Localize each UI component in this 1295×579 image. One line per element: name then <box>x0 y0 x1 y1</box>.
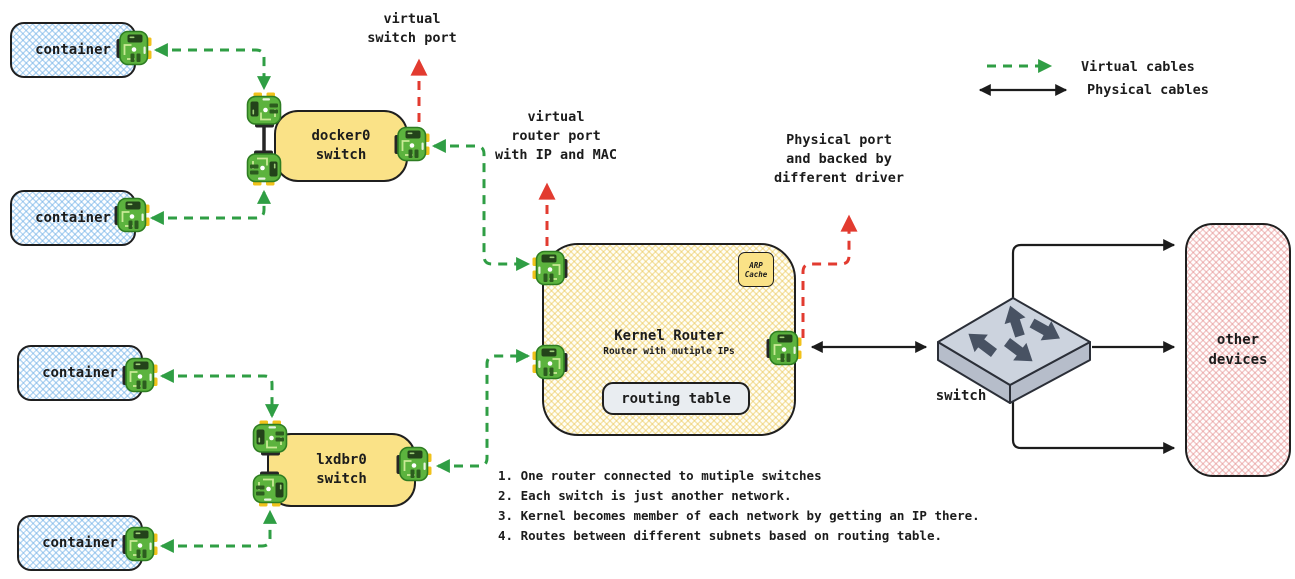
nic-icon-container4 <box>122 526 158 562</box>
legend-virtual-cables-label: Virtual cables <box>1081 59 1195 75</box>
nic-icon-lxdbr0-uplink <box>396 446 432 482</box>
nic-icon-container1 <box>116 30 152 66</box>
nic-icon-router-physical <box>766 330 802 366</box>
physical-switch-icon <box>937 297 1091 404</box>
nic-icon-lxdbr0-port1 <box>252 420 288 456</box>
arp-cache-label: ARP Cache <box>744 260 768 279</box>
kernel-router-subtitle: Router with mutiple IPs <box>603 346 735 357</box>
virtual-cable-container4-lxdbr0 <box>159 509 277 553</box>
routing-table-label: routing table <box>621 390 731 407</box>
container-label: container <box>35 42 111 58</box>
kernel-router-box: Kernel Router Router with mutiple IPs AR… <box>542 243 796 436</box>
virtual-router-port-callout: virtual router port with IP and MAC <box>495 109 617 163</box>
lxdbr0-switch-box: lxdbr0 switch <box>267 433 416 507</box>
physical-cable-switch-devices-top <box>1011 239 1176 302</box>
nic-icon-container2 <box>114 197 150 233</box>
container-label: container <box>42 365 118 381</box>
note-item: 3. Kernel becomes member of each network… <box>498 508 980 523</box>
routing-table-box: routing table <box>602 382 750 415</box>
virtual-cable-container1-docker0 <box>153 43 271 91</box>
note-item: 2. Each switch is just another network. <box>498 488 792 503</box>
nic-icon-docker0-port2 <box>246 150 282 186</box>
nic-icon-lxdbr0-port2 <box>252 471 288 507</box>
docker0-switch-box: docker0 switch <box>274 110 408 182</box>
legend-physical-cables-label: Physical cables <box>1087 82 1209 98</box>
physical-port-callout: Physical port and backed by different dr… <box>773 132 905 186</box>
other-devices-box: other devices <box>1185 223 1291 477</box>
callout-arrow-physical-port <box>801 214 858 338</box>
nic-icon-router-virtual2 <box>532 344 568 380</box>
switch-arrows-glyph <box>968 305 1060 362</box>
virtual-cable-docker0-router <box>431 139 531 271</box>
nic-icon-router-virtual1 <box>532 250 568 286</box>
container-box-3: container <box>17 345 143 401</box>
note-item: 4. Routes between different subnets base… <box>498 528 943 543</box>
note-item: 1. One router connected to mutiple switc… <box>498 468 822 483</box>
docker0-switch-label: docker0 switch <box>311 128 371 163</box>
container-box-1: container <box>10 22 136 78</box>
lxdbr0-switch-label: lxdbr0 switch <box>316 452 367 487</box>
physical-switch-label: switch <box>935 388 987 404</box>
virtual-cable-container2-docker0 <box>149 189 271 225</box>
nic-icon-docker0-port1 <box>246 92 282 128</box>
other-devices-label: other devices <box>1208 332 1268 368</box>
virtual-cable-container3-lxdbr0 <box>159 369 279 419</box>
container-label: container <box>35 210 111 226</box>
kernel-router-title: Kernel Router <box>614 328 724 344</box>
nic-icon-docker0-uplink <box>394 126 430 162</box>
virtual-cable-lxdbr0-router <box>435 349 531 473</box>
container-box-4: container <box>17 515 143 571</box>
nic-icon-container3 <box>122 357 158 393</box>
container-label: container <box>42 535 118 551</box>
virtual-switch-port-callout: virtual switch port <box>367 11 457 46</box>
physical-cable-switch-devices-bottom <box>1011 396 1176 454</box>
notes-list: 1. One router connected to mutiple switc… <box>498 466 980 546</box>
container-box-2: container <box>10 190 136 246</box>
arp-cache-box: ARP Cache <box>738 252 774 287</box>
